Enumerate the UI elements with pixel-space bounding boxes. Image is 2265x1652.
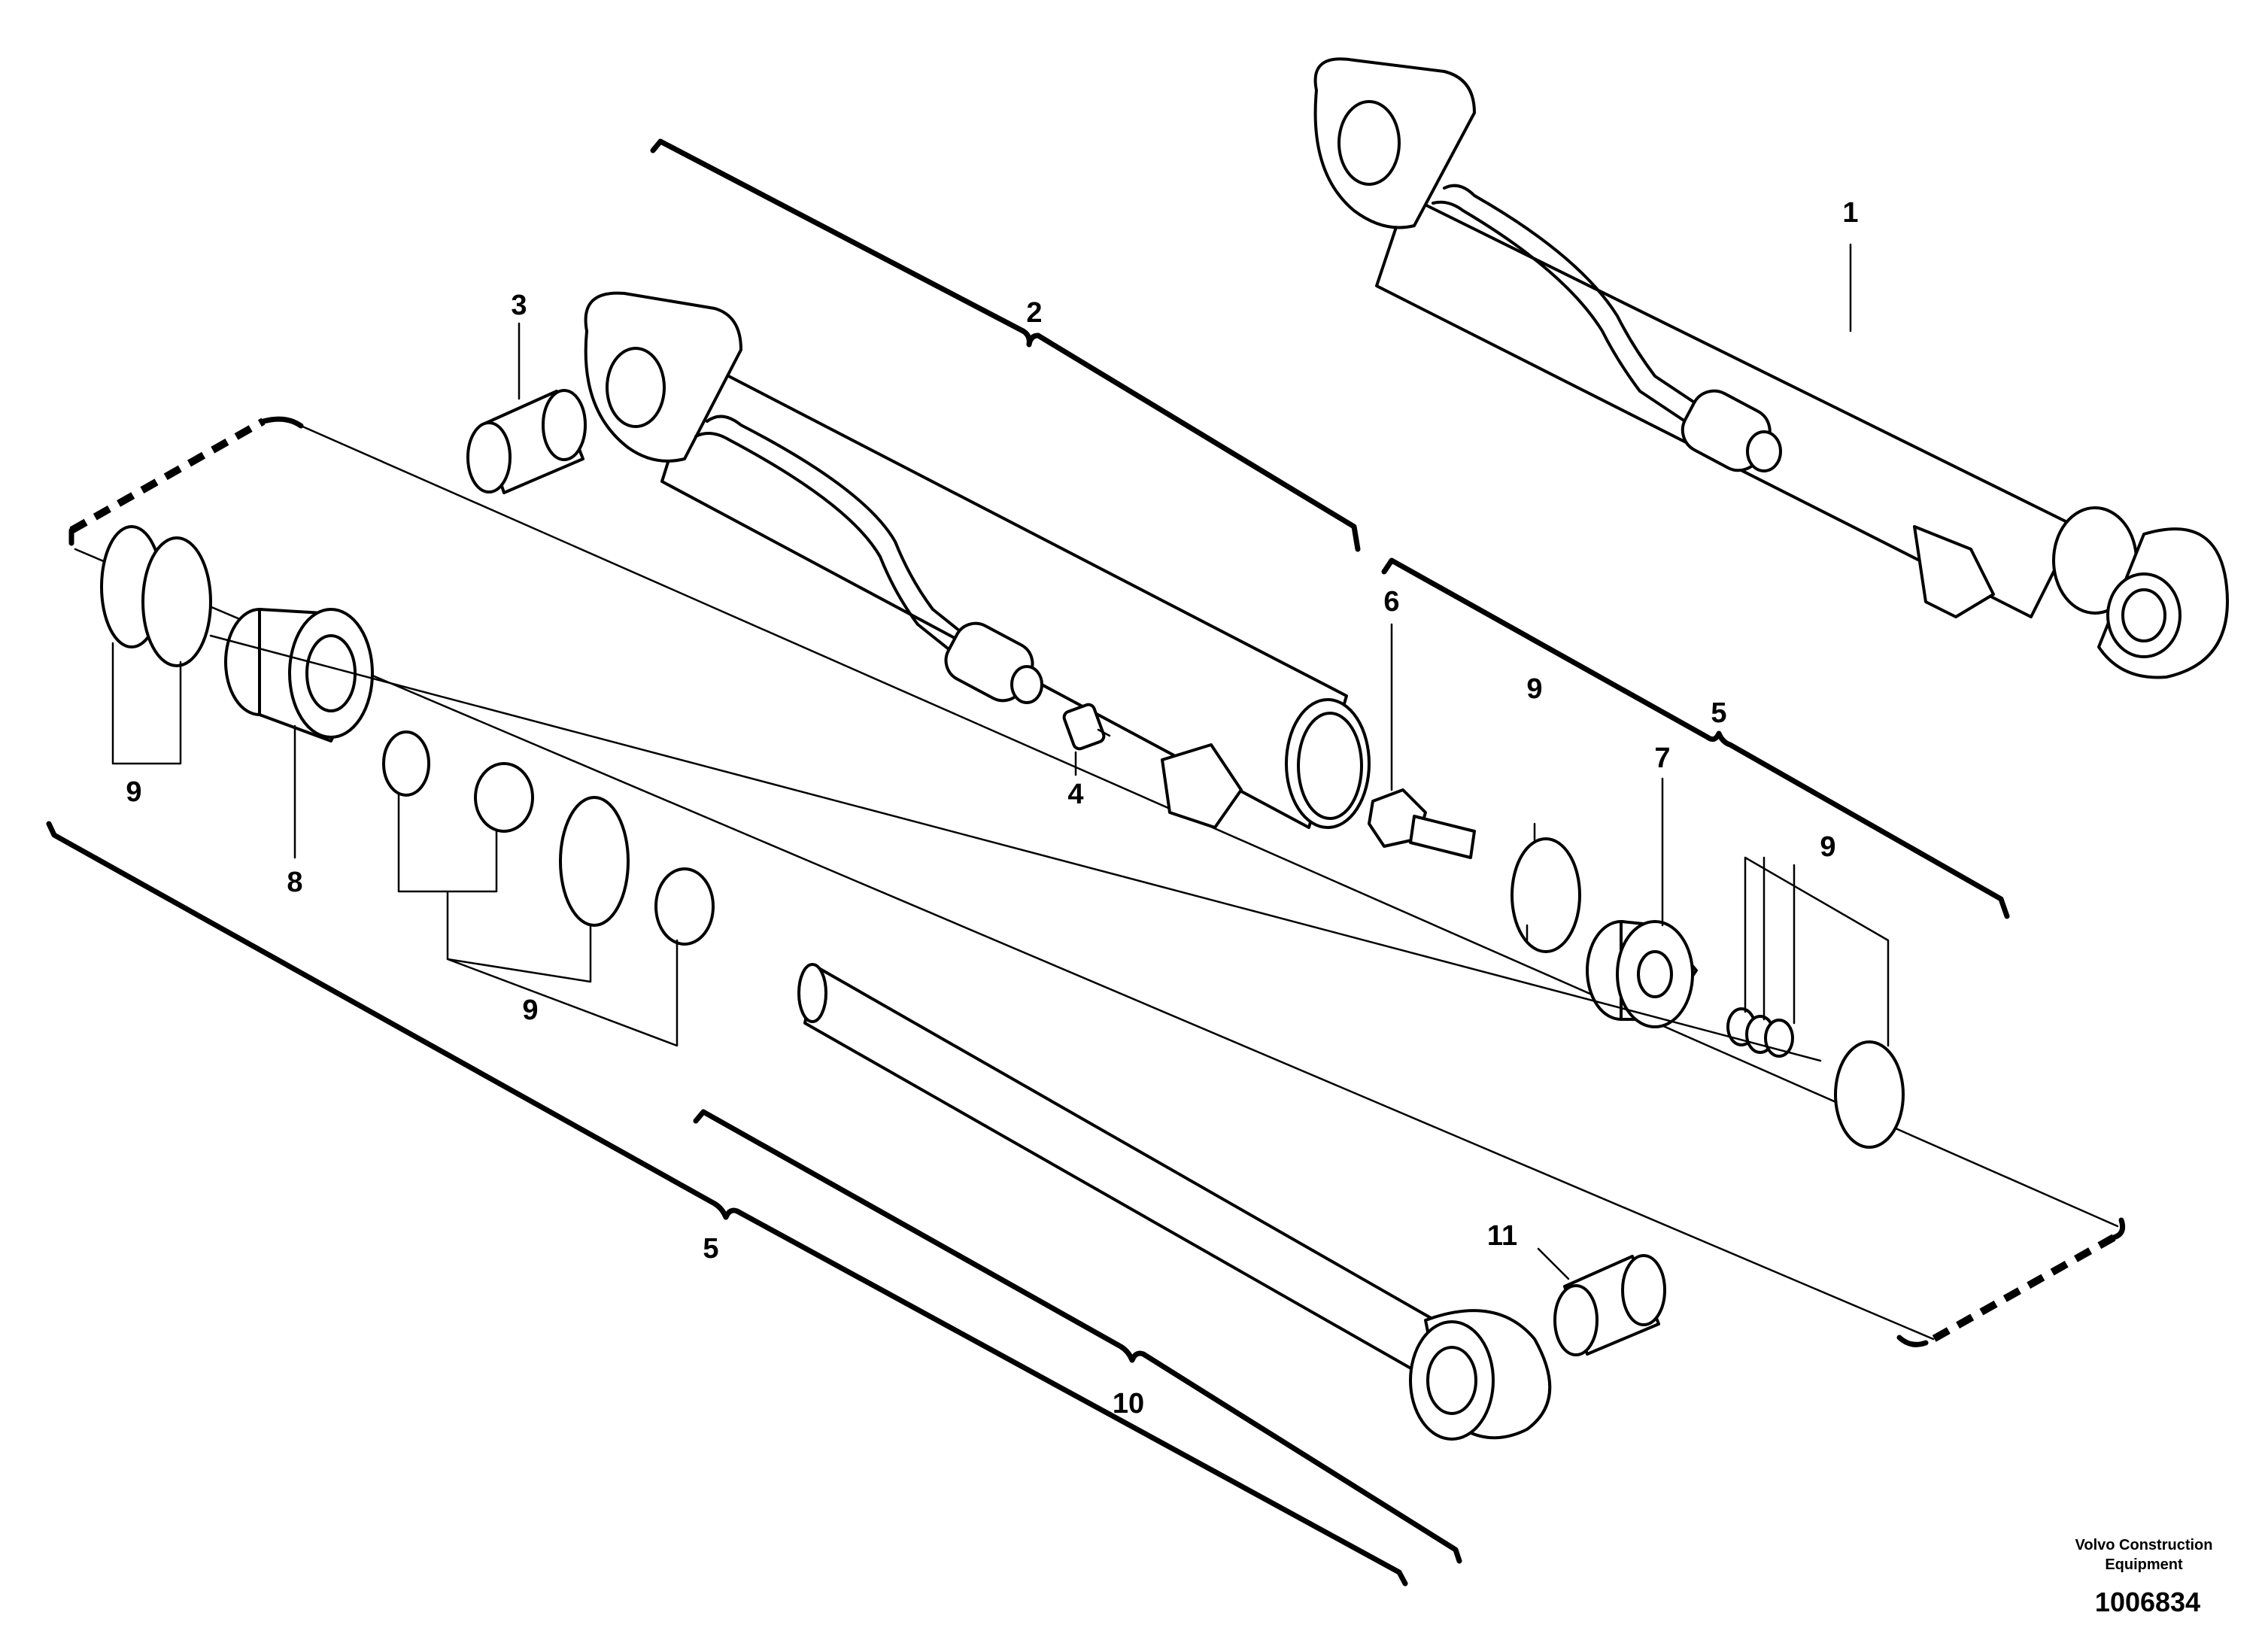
cylinder-assembly-drawing — [1313, 57, 2229, 679]
callout-11: 11 — [1487, 1220, 1517, 1252]
callout-9-right-lower: 9 — [1820, 831, 1835, 863]
callout-10: 10 — [1113, 1388, 1144, 1420]
callout-5-right: 5 — [1711, 697, 1726, 729]
callout-3: 3 — [511, 290, 527, 321]
bushing-rod-drawing — [1553, 1254, 1666, 1356]
bushing-drawing — [466, 389, 587, 494]
cylinder-tube-drawing — [584, 291, 1371, 829]
callout-8: 8 — [287, 867, 302, 898]
callout-6: 6 — [1383, 586, 1399, 618]
piston-drawing — [1586, 920, 1698, 1028]
callout-2: 2 — [1026, 297, 1042, 329]
callout-9-middle: 9 — [522, 995, 538, 1026]
footer: Volvo Construction Equipment 1006834 — [2075, 1537, 2213, 1617]
brand-line-2: Equipment — [2105, 1556, 2183, 1573]
valve-plug-drawing — [1062, 703, 1111, 751]
callout-1: 1 — [1842, 197, 1858, 229]
document-id: 1006834 — [2095, 1587, 2200, 1617]
callout-9-right-upper: 9 — [1526, 673, 1542, 705]
callout-labels: 1 2 3 4 5 5 6 7 8 9 9 9 9 10 11 — [126, 197, 1858, 1420]
callout-9-top-left: 9 — [126, 776, 141, 808]
nipple-fitting-drawing — [1368, 788, 1476, 859]
assembly-brackets — [46, 138, 2126, 1587]
cylinder-head-drawing — [224, 608, 374, 742]
seal-rings-drawing — [100, 525, 1905, 1149]
brand-line-1: Volvo Construction — [2075, 1537, 2213, 1553]
callout-5-left: 5 — [703, 1233, 718, 1265]
piston-rod-drawing — [797, 963, 1552, 1441]
callout-7: 7 — [1654, 742, 1670, 774]
callout-4: 4 — [1067, 779, 1083, 810]
leader-lines — [111, 243, 1890, 1280]
